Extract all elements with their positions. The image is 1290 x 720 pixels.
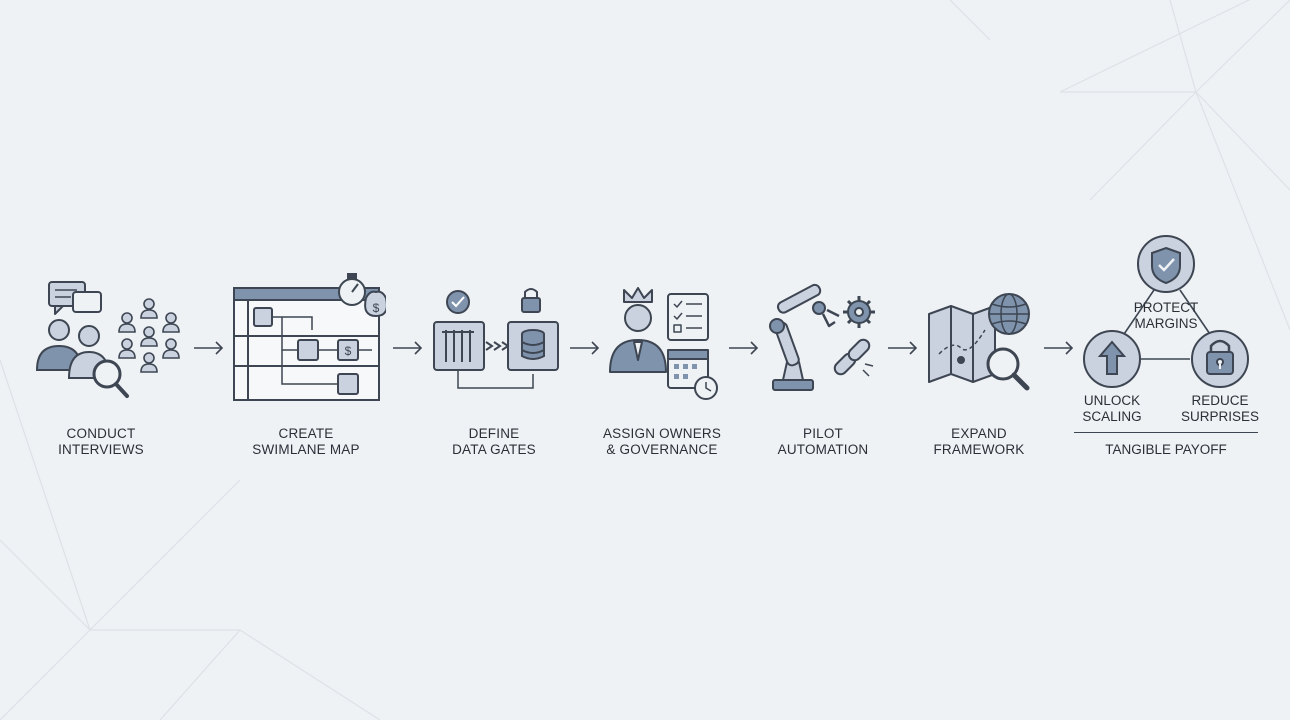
protect-line2: MARGINS xyxy=(1134,316,1198,331)
step-label: ASSIGN OWNERS & GOVERNANCE xyxy=(582,426,742,458)
protect-line1: PROTECT xyxy=(1133,300,1199,315)
reduce-line1: REDUCE xyxy=(1191,393,1249,408)
svg-text:$: $ xyxy=(345,344,352,358)
swimlane-map-icon: $ $ xyxy=(226,270,386,410)
step-label: EXPAND FRAMEWORK xyxy=(899,426,1059,458)
step-label-line1: CREATE xyxy=(278,426,334,441)
step-pilot-automation: PILOT AUTOMATION xyxy=(743,270,903,470)
interviews-icon xyxy=(21,270,181,410)
step-label-line2: FRAMEWORK xyxy=(933,442,1025,457)
step-label: CONDUCT INTERVIEWS xyxy=(21,426,181,458)
arrow-icon xyxy=(570,341,600,355)
step-label: CREATE SWIMLANE MAP xyxy=(226,426,386,458)
arrow-icon xyxy=(1044,341,1074,355)
arrow-icon xyxy=(194,341,224,355)
reduce-surprises-label: REDUCE SURPRISES xyxy=(1170,393,1270,425)
padlock-icon xyxy=(1191,330,1249,388)
step-label-line1: PILOT xyxy=(802,426,843,441)
step-label: PILOT AUTOMATION xyxy=(743,426,903,458)
payoff-triangle xyxy=(1083,235,1249,388)
step-define-data-gates: DEFINE DATA GATES xyxy=(414,270,574,470)
step-expand-framework: EXPAND FRAMEWORK xyxy=(899,270,1059,470)
step-label-line2: INTERVIEWS xyxy=(58,442,144,457)
payoff-divider xyxy=(1074,432,1258,433)
map-magnifier-icon xyxy=(899,270,1059,410)
step-label-line2: & GOVERNANCE xyxy=(606,442,718,457)
robot-arm-icon xyxy=(743,270,903,410)
arrow-icon xyxy=(393,341,423,355)
shield-icon xyxy=(1137,235,1195,293)
step-label-line1: DEFINE xyxy=(468,426,520,441)
step-conduct-interviews: CONDUCT INTERVIEWS xyxy=(21,270,181,470)
tangible-payoff: PROTECT MARGINS UNLOCK SCALING REDUCE SU… xyxy=(1068,228,1268,468)
arrow-icon xyxy=(888,341,918,355)
owners-governance-icon xyxy=(582,270,742,410)
data-gates-icon xyxy=(414,270,574,410)
step-label-line1: ASSIGN OWNERS xyxy=(602,426,722,441)
step-label-line1: EXPAND xyxy=(951,426,1007,441)
step-label-line1: CONDUCT xyxy=(66,426,136,441)
up-arrow-icon xyxy=(1083,330,1141,388)
step-assign-owners-governance: ASSIGN OWNERS & GOVERNANCE xyxy=(582,270,742,470)
step-label: DEFINE DATA GATES xyxy=(414,426,574,458)
unlock-line1: UNLOCK xyxy=(1083,393,1141,408)
unlock-line2: SCALING xyxy=(1082,409,1142,424)
unlock-scaling-label: UNLOCK SCALING xyxy=(1062,393,1162,425)
svg-text:$: $ xyxy=(373,301,380,315)
step-label-line2: DATA GATES xyxy=(452,442,536,457)
step-create-swimlane-map: $ $ CREATE SWIMLANE MAP xyxy=(226,270,386,470)
reduce-line2: SURPRISES xyxy=(1180,409,1260,424)
payoff-title: TANGIBLE PAYOFF xyxy=(1105,442,1227,457)
step-label-line2: SWIMLANE MAP xyxy=(252,442,360,457)
step-label-line2: AUTOMATION xyxy=(777,442,869,457)
protect-margins-label: PROTECT MARGINS xyxy=(1116,300,1216,332)
arrow-icon xyxy=(729,341,759,355)
